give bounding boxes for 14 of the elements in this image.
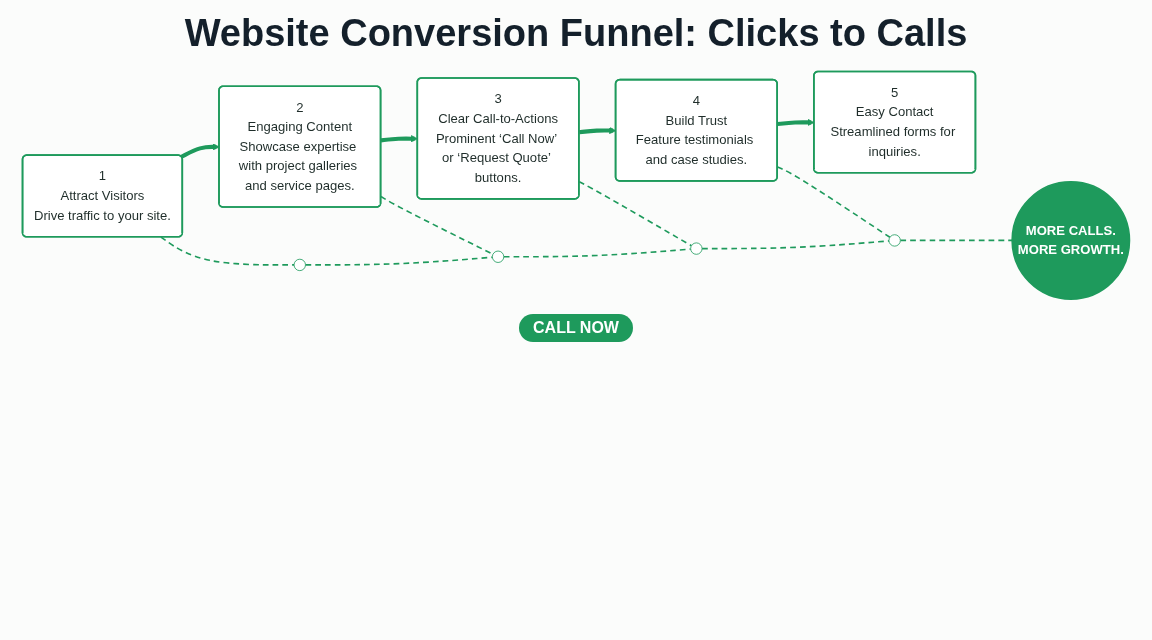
connector [380, 195, 494, 256]
title: Website Conversion Funnel: Clicks to Calls [184, 12, 968, 55]
node-circle [491, 250, 505, 263]
label-text: CALL NOW [519, 313, 633, 342]
arrow [180, 143, 220, 159]
connector [160, 236, 295, 266]
node-circle: MORE CALLS. MORE GROWTH. [1011, 180, 1131, 300]
node-circle [690, 242, 703, 255]
node-circle [293, 258, 306, 272]
connector [899, 239, 1013, 242]
connector [304, 256, 494, 266]
node-circle [888, 234, 901, 247]
arrow [380, 135, 418, 143]
connector [578, 180, 693, 247]
